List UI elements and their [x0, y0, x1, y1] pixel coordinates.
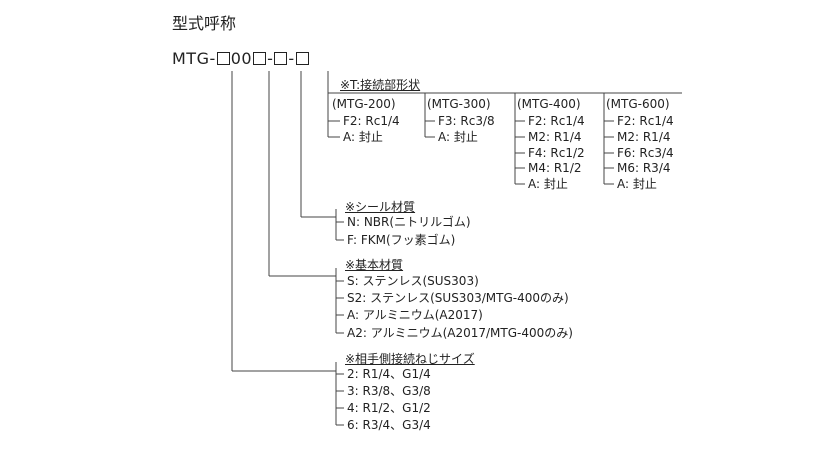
base-item: S: ステンレス(SUS303) [347, 274, 479, 288]
model-prefix: MTG- [172, 49, 216, 68]
model-dash-1: - [267, 49, 274, 68]
code-box-connection [216, 52, 230, 65]
port-item: M2: R1/4 [528, 130, 582, 144]
port-item: F2: Rc1/4 [343, 114, 400, 128]
port-item: F4: Rc1/2 [528, 146, 585, 160]
port-item: M4: R1/2 [528, 161, 582, 175]
conn-item: 2: R1/4、G1/4 [347, 367, 431, 381]
port-item: A: 封止 [528, 177, 568, 191]
port-group-name: (MTG-300) [427, 97, 491, 111]
model-code: MTG-00-- [172, 49, 310, 69]
code-box-port [295, 52, 309, 65]
code-box-base-material [253, 52, 267, 65]
port-group-name: (MTG-400) [517, 97, 581, 111]
base-item: A2: アルミニウム(A2017/MTG-400のみ) [347, 326, 573, 340]
conn-item: 4: R1/2、G1/2 [347, 401, 431, 415]
model-mid: 00 [230, 49, 253, 68]
code-box-seal [274, 52, 288, 65]
port-item: A: 封止 [438, 130, 478, 144]
port-item: A: 封止 [343, 130, 383, 144]
page-title: 型式呼称 [172, 14, 237, 33]
port-item: F6: Rc3/4 [617, 146, 674, 160]
model-dash-2: - [288, 49, 295, 68]
seal-heading: ※シール材質 [345, 200, 416, 214]
conn-item: 6: R3/4、G3/4 [347, 418, 431, 432]
port-group-name: (MTG-200) [332, 97, 396, 111]
port-item: A: 封止 [617, 177, 657, 191]
port-item: M2: R1/4 [617, 130, 671, 144]
port-item: F2: Rc1/4 [528, 114, 585, 128]
port-group-name: (MTG-600) [606, 97, 670, 111]
conn-item: 3: R3/8、G3/8 [347, 384, 431, 398]
port-item: F2: Rc1/4 [617, 114, 674, 128]
seal-item: N: NBR(ニトリルゴム) [347, 215, 471, 229]
base-heading: ※基本材質 [345, 258, 404, 272]
base-item: A: アルミニウム(A2017) [347, 308, 483, 322]
port-item: F3: Rc3/8 [438, 114, 495, 128]
port-item: M6: R3/4 [617, 161, 671, 175]
base-item: S2: ステンレス(SUS303/MTG-400のみ) [347, 291, 569, 305]
port-heading: ※T:接続部形状 [340, 78, 421, 92]
seal-item: F: FKM(フッ素ゴム) [347, 233, 456, 247]
conn-heading: ※相手側接続ねじサイズ [345, 352, 475, 366]
